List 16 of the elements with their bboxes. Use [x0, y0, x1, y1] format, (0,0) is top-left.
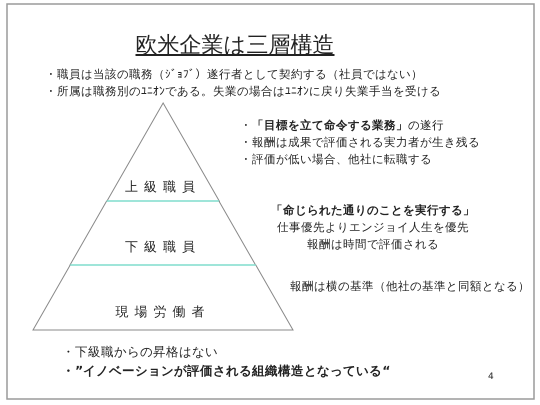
- page-number: 4: [488, 372, 494, 382]
- tier-label: 上級職員: [124, 179, 202, 196]
- note-text: ・”イノベーションが評価される組織構造となっている“: [62, 363, 390, 380]
- note-text: ・所属は職務別のﾕﾆｵﾝである。失業の場合はﾕﾆｵﾝに戻り失業手当を受ける: [45, 84, 441, 99]
- note-text: ・職員は当該の職務（ｼﾞｮﾌﾞ）遂行者として契約する（社員ではない）: [45, 67, 423, 82]
- tier-description: 仕事優先よりエンジョイ人生を優先: [276, 220, 470, 235]
- tier-description: ・報酬は成果で評価される実力者が生き残る: [240, 135, 480, 150]
- tier-label: 現場労働者: [114, 304, 212, 321]
- tier-description: 「命じられた通りのことを実行する」: [270, 203, 476, 218]
- tier-description: 報酬は時間で評価される: [306, 237, 440, 252]
- tier-label: 下級職員: [124, 239, 202, 256]
- slide-title: 欧米企業は三層構造: [134, 32, 336, 60]
- note-text: ・下級職からの昇格はない: [62, 344, 218, 361]
- tier-description: 報酬は横の基準（他社の基準と同額となる）: [290, 279, 530, 294]
- tier-description: ・評価が低い場合、他社に転職する: [240, 152, 432, 167]
- tier-description: ・「目標を立て命令する業務」の遂行: [240, 118, 444, 133]
